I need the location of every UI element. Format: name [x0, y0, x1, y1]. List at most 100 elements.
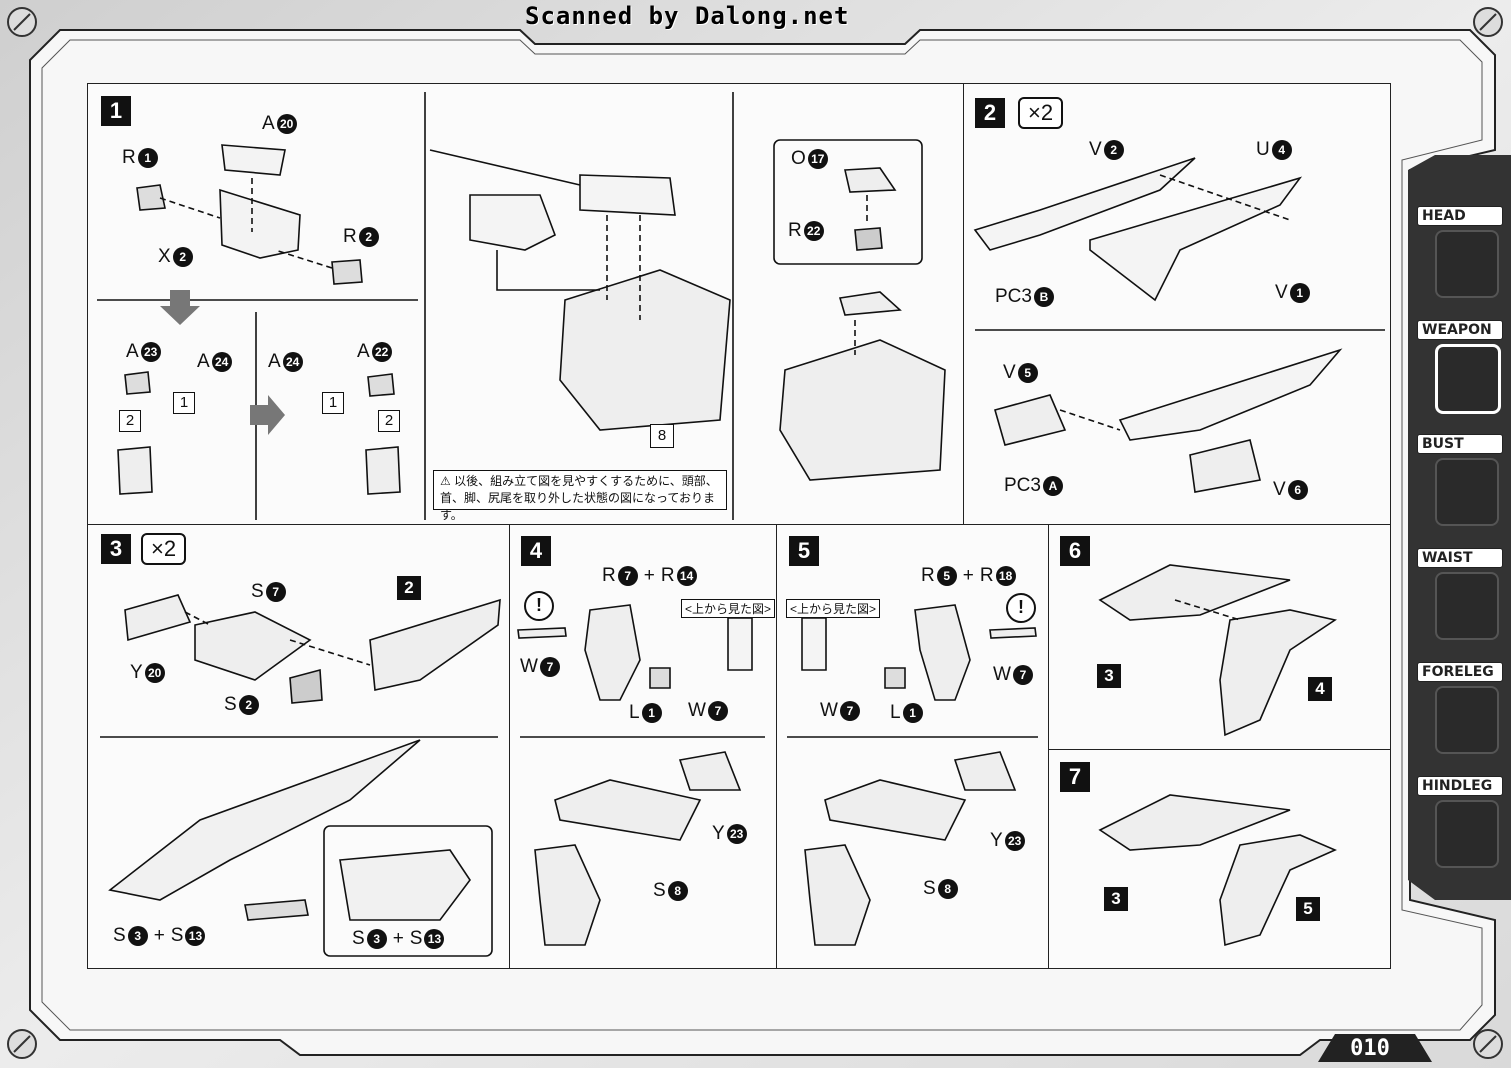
sub-step-ref: 2 — [378, 410, 400, 432]
part-letter: O — [791, 148, 806, 169]
step-ref: 5 — [1296, 897, 1320, 921]
step-5-number: 5 — [789, 536, 819, 566]
part-number: 1 — [137, 148, 158, 168]
part-letter: Y — [712, 823, 725, 844]
part-letter: A — [197, 351, 210, 372]
plus-sign: + — [392, 928, 404, 949]
tab-waist[interactable]: WAIST — [1417, 548, 1503, 640]
part-letter: S — [409, 928, 423, 949]
part-letter: W — [520, 656, 538, 677]
part-letter: W — [688, 700, 706, 721]
part-letter: S — [352, 928, 365, 949]
part-letter: R — [602, 565, 616, 586]
part-number: 23 — [726, 824, 747, 844]
part-number: 3 — [366, 929, 387, 949]
tab-head-label: HEAD — [1417, 206, 1503, 226]
caution-icon: ! — [524, 591, 554, 621]
part-number: 8 — [667, 881, 688, 901]
part-number: 24 — [282, 352, 303, 372]
step-2-multiplier: ×2 — [1018, 97, 1064, 129]
part-letter: R — [660, 565, 675, 586]
part-letter: R — [979, 565, 994, 586]
part-number: 23 — [140, 342, 161, 362]
part-letter: A — [262, 113, 275, 134]
bust-part-icon — [1435, 458, 1499, 526]
tab-weapon-label: WEAPON — [1417, 320, 1503, 340]
tab-bust-label: BUST — [1417, 434, 1503, 454]
step-ref: 4 — [1308, 677, 1332, 701]
part-letter: A — [268, 351, 281, 372]
part-number: 1 — [641, 703, 662, 723]
part-letter: V — [1003, 362, 1016, 383]
part-letter: PC3 — [995, 286, 1032, 307]
hindleg-part-icon — [1435, 800, 1499, 868]
head-part-icon — [1435, 230, 1499, 298]
part-letter: S — [251, 581, 264, 602]
sub-step-ref: 1 — [173, 392, 195, 414]
part-number: 7 — [265, 582, 286, 602]
part-letter: V — [1273, 479, 1286, 500]
part-letter: U — [1256, 139, 1270, 160]
tab-hindleg[interactable]: HINDLEG — [1417, 776, 1503, 868]
part-number: 7 — [617, 566, 638, 586]
sub-step-ref: 2 — [119, 410, 141, 432]
part-number: 2 — [172, 247, 193, 267]
tab-head[interactable]: HEAD — [1417, 206, 1503, 298]
part-number: 14 — [676, 566, 697, 586]
part-letter: A — [357, 341, 370, 362]
part-number: 23 — [1004, 831, 1025, 851]
step-4-number: 4 — [521, 536, 551, 566]
part-letter: A — [126, 341, 139, 362]
part-number: A — [1042, 476, 1063, 496]
top-view-caption: <上から見た図> — [786, 599, 881, 618]
foreleg-part-icon — [1435, 686, 1499, 754]
part-number: 18 — [995, 566, 1016, 586]
part-number: 6 — [1287, 480, 1308, 500]
part-number: 7 — [539, 657, 560, 677]
plus-sign: + — [643, 565, 655, 586]
part-number: 2 — [358, 227, 379, 247]
part-number: 7 — [839, 701, 860, 721]
tab-weapon[interactable]: WEAPON — [1417, 320, 1503, 414]
part-number: 8 — [937, 879, 958, 899]
tab-foreleg[interactable]: FORELEG — [1417, 662, 1503, 754]
sub-step-ref: 1 — [322, 392, 344, 414]
part-number: B — [1033, 287, 1054, 307]
part-number: 1 — [902, 703, 923, 723]
step-ref: 3 — [1097, 664, 1121, 688]
caution-icon: ! — [1006, 593, 1036, 623]
part-number: 2 — [1103, 140, 1124, 160]
warning-note: ⚠ 以後、組み立て図を見やすくするために、頭部、首、脚、尻尾を取り外した状態の図… — [433, 470, 727, 522]
tab-hindleg-label: HINDLEG — [1417, 776, 1503, 796]
tab-bust[interactable]: BUST — [1417, 434, 1503, 526]
weapon-part-icon — [1435, 344, 1501, 414]
part-letter: S — [653, 880, 666, 901]
step-2-panel — [963, 83, 1391, 525]
step-1-number: 1 — [101, 96, 131, 126]
part-letter: L — [629, 702, 640, 723]
part-number: 7 — [707, 701, 728, 721]
